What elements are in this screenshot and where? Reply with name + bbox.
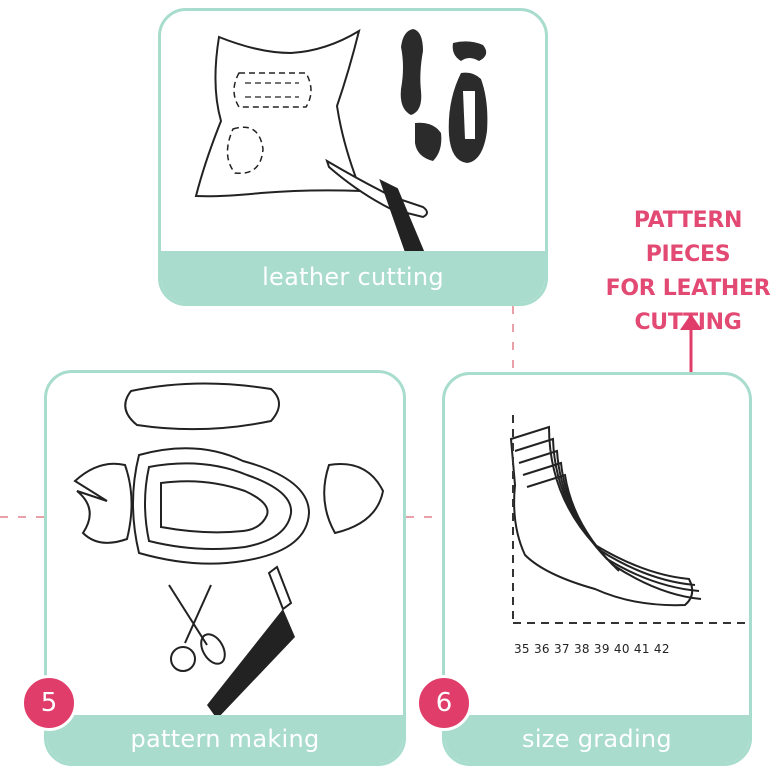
pattern-pieces-icon (75, 383, 383, 563)
step-card-pattern-making: pattern making (44, 370, 406, 766)
callout-line: PATTERN PIECES (588, 204, 784, 272)
step-label: size grading (445, 715, 749, 763)
step-label: leather cutting (161, 251, 545, 303)
leather-cutting-illustration (161, 11, 548, 261)
cutting-knife-icon (327, 161, 427, 255)
size-scale: 35 36 37 38 39 40 41 42 (514, 642, 670, 656)
pattern-making-illustration (47, 373, 406, 723)
step-number-badge: 6 (416, 675, 472, 731)
leather-pieces-icon (401, 29, 488, 163)
step-card-leather-cutting: leather cutting (158, 8, 548, 306)
size-grading-illustration (445, 375, 752, 725)
step-label: pattern making (47, 715, 403, 763)
scissors-icon (169, 585, 230, 671)
step-number-badge: 5 (21, 675, 77, 731)
arrow-up-icon (676, 312, 706, 374)
shoe-last-icon (511, 427, 701, 605)
callout-line: FOR LEATHER (588, 272, 784, 306)
step-card-size-grading: size grading (442, 372, 752, 766)
grading-axes (513, 415, 745, 623)
